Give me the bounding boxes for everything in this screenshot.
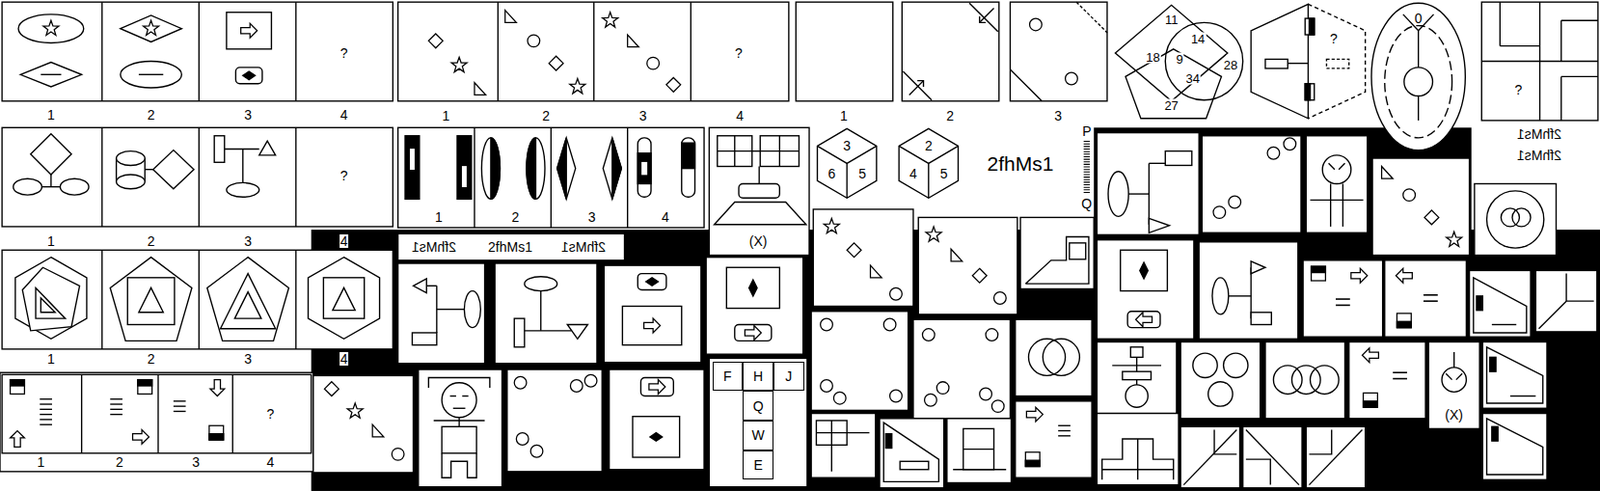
puzzle-label: 3: [243, 352, 253, 366]
puzzle-label: 2fhMs1: [560, 240, 607, 254]
letter-cell: J: [773, 361, 805, 392]
puzzle-label: 2: [510, 210, 520, 224]
cell-letter: J: [785, 368, 792, 384]
puzzle-label: 1: [46, 352, 56, 366]
puzzle-label: 3: [243, 108, 253, 122]
puzzle-label: 5: [939, 166, 950, 181]
puzzle-label: 2: [146, 234, 157, 248]
cell-letter: Q: [753, 398, 764, 414]
puzzle-label: ?: [1328, 31, 1339, 46]
puzzle-label: 2: [146, 352, 157, 366]
letter-cell: W: [742, 420, 774, 451]
puzzle-label: 3: [638, 108, 649, 123]
cell-letter: W: [752, 427, 765, 443]
puzzle-label: 1: [440, 108, 451, 123]
puzzle-label: 1: [35, 455, 46, 469]
letter-cell: E: [742, 450, 774, 481]
puzzle-label: 3: [587, 210, 597, 224]
puzzle-label: 4: [734, 108, 745, 123]
puzzle-label: ?: [339, 168, 350, 183]
puzzle-label: 1: [46, 108, 56, 122]
puzzle-label: 34: [1185, 72, 1201, 85]
puzzle-label: 4: [339, 234, 350, 248]
puzzle-label: (X): [748, 234, 769, 248]
cell-letter: E: [753, 457, 762, 473]
puzzle-label: 1: [839, 108, 849, 123]
puzzle-label: Q: [1080, 196, 1093, 211]
puzzle-label: 28: [1222, 57, 1239, 71]
puzzle-label: 14: [1190, 32, 1206, 46]
puzzle-label: (X): [1443, 407, 1465, 422]
puzzle-label: 2: [923, 138, 934, 153]
puzzle-label: 27: [1163, 98, 1179, 111]
puzzle-label: 2: [541, 108, 551, 123]
puzzle-label: 3: [243, 234, 253, 248]
puzzle-label: 6: [826, 166, 837, 181]
puzzle-label: 2: [146, 108, 157, 122]
puzzle-label: 3: [1053, 108, 1063, 123]
puzzle-label: 3: [841, 138, 852, 153]
puzzle-label: 11: [1164, 13, 1180, 27]
puzzle-label: P: [1081, 124, 1092, 138]
puzzle-label: 2: [114, 455, 125, 469]
puzzle-label: 18: [1144, 51, 1161, 64]
puzzle-label: 2fhMs1: [487, 240, 534, 254]
letter-cell: Q: [742, 390, 774, 421]
puzzle-label: 9: [1174, 53, 1184, 66]
puzzle-label: 4: [908, 166, 919, 181]
puzzle-label: 4: [339, 108, 350, 122]
puzzle-label: 2fhMs1: [1516, 127, 1563, 141]
puzzle-label: 4: [339, 352, 350, 366]
puzzle-label: 1: [433, 210, 444, 224]
puzzle-label: 4: [265, 455, 275, 469]
puzzle-label: 2: [945, 108, 955, 123]
puzzle-label: 0: [1413, 11, 1424, 26]
puzzle-label: 2fhMs1: [986, 153, 1056, 174]
letter-cell: H: [742, 361, 774, 392]
letter-cell: F: [712, 361, 744, 392]
puzzle-label: 5: [857, 166, 868, 181]
cell-letter: F: [723, 368, 733, 384]
puzzle-label: 2fhMs1: [1516, 148, 1563, 163]
cell-letter: H: [753, 368, 763, 384]
puzzle-label: ?: [733, 46, 744, 60]
puzzle-label: 4: [660, 210, 671, 224]
puzzle-label: 3: [190, 455, 201, 469]
puzzle-label: 1: [46, 234, 56, 248]
puzzle-label: 2fhMs1: [410, 240, 458, 254]
puzzle-label: ?: [339, 46, 350, 60]
puzzle-label: ?: [265, 406, 275, 421]
puzzle-label: ?: [1513, 82, 1523, 97]
